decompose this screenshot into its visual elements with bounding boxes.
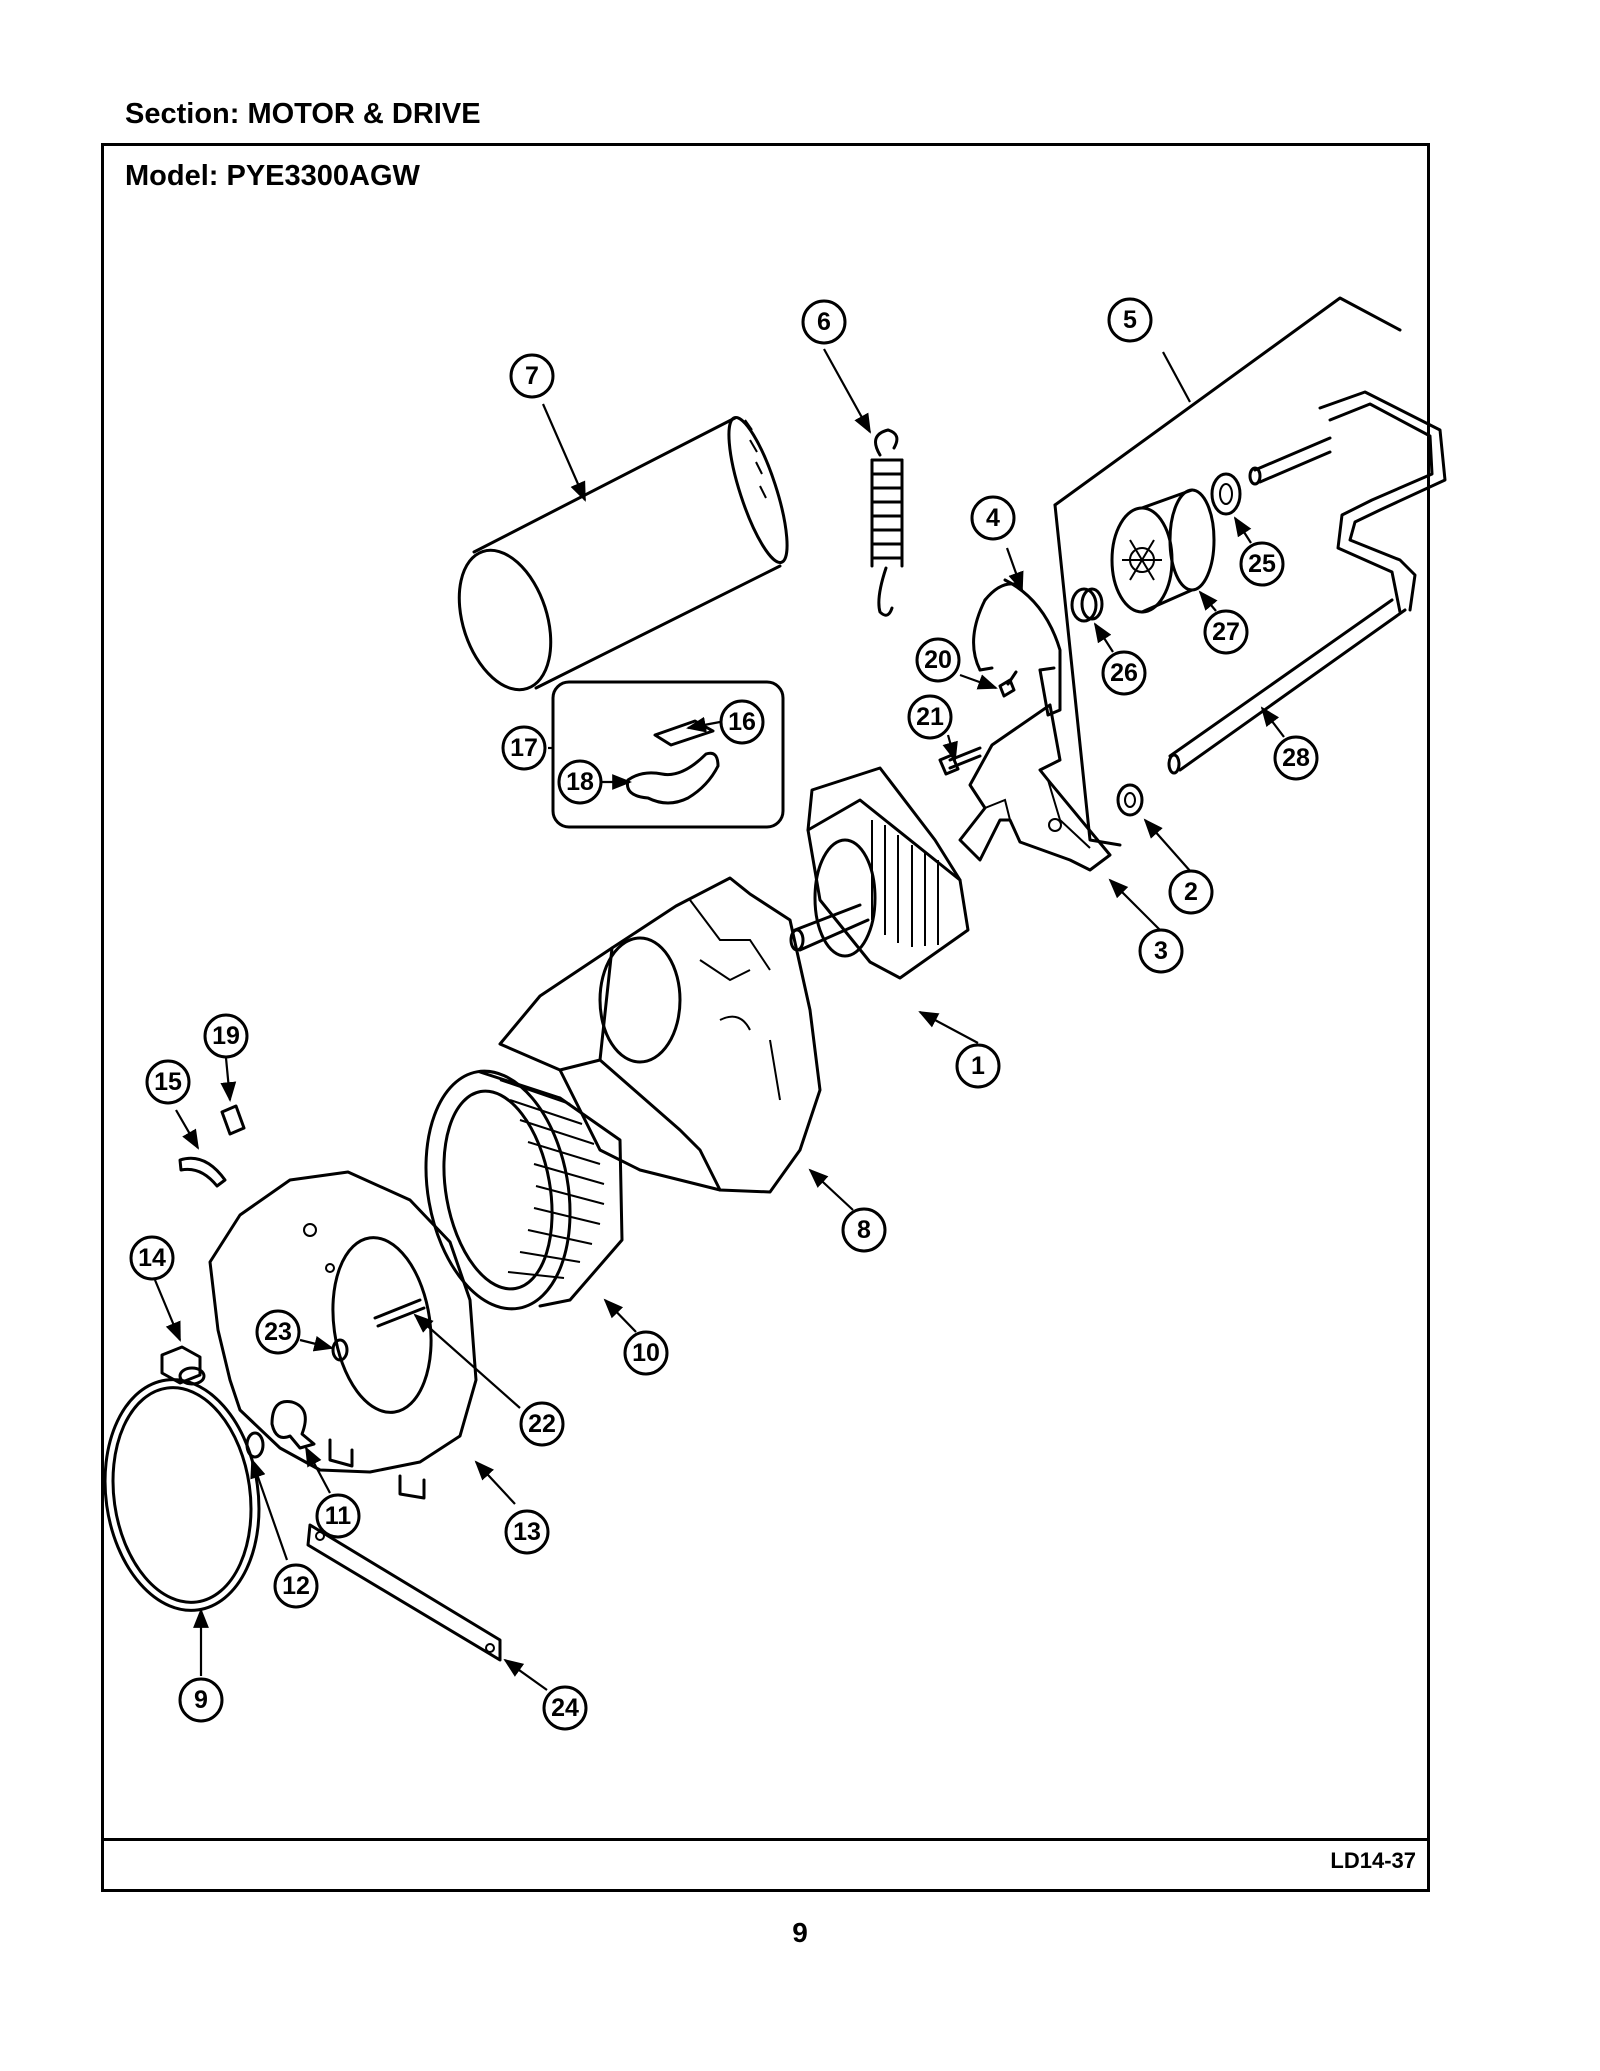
callout-28: 28 [1273, 735, 1319, 781]
callout-21: 21 [907, 694, 953, 740]
callout-2: 2 [1168, 869, 1214, 915]
svg-text:24: 24 [551, 1694, 579, 1722]
part-6-spring [870, 428, 904, 617]
part-11-clip [270, 1399, 316, 1450]
diagram-code: LD14-37 [1330, 1848, 1416, 1873]
svg-text:16: 16 [728, 708, 756, 736]
svg-text:5: 5 [1123, 306, 1137, 334]
svg-text:10: 10 [632, 1339, 660, 1367]
callout-23: 23 [255, 1309, 301, 1355]
callout-27: 27 [1203, 609, 1249, 655]
callout-14: 14 [129, 1235, 175, 1281]
part-14-thermostat [160, 1345, 206, 1386]
part-10-blower-wheel [424, 1069, 624, 1311]
diagram-frame [101, 143, 1430, 1892]
svg-text:17: 17 [510, 734, 538, 762]
section-title: Section: MOTOR & DRIVE [125, 98, 481, 130]
callout-1: 1 [955, 1043, 1001, 1089]
callout-13: 13 [504, 1509, 550, 1555]
leader-lines [153, 348, 1285, 1691]
part-19-pad [220, 1104, 246, 1136]
svg-text:28: 28 [1282, 744, 1310, 772]
callout-4: 4 [970, 495, 1016, 541]
part-4-motor-clamp [972, 578, 1062, 717]
svg-text:18: 18 [566, 768, 594, 796]
part-7-sleeve [457, 416, 789, 692]
callout-24: 24 [542, 1685, 588, 1731]
part-17-kit-box [551, 680, 785, 829]
svg-text:26: 26 [1110, 659, 1138, 687]
callout-12: 12 [273, 1563, 319, 1609]
callout-22: 22 [519, 1401, 565, 1447]
svg-text:15: 15 [154, 1068, 182, 1096]
svg-text:1: 1 [971, 1052, 985, 1080]
part-25-washer [1210, 472, 1242, 516]
callout-17: 17 [501, 725, 547, 771]
svg-text:22: 22 [528, 1410, 556, 1438]
part-13-blower-cover [208, 1170, 478, 1500]
part-22-blower-shaft [373, 1298, 426, 1328]
callout-3: 3 [1138, 928, 1184, 974]
callout-26: 26 [1101, 650, 1147, 696]
callout-15: 15 [145, 1059, 191, 1105]
callout-11: 11 [315, 1493, 361, 1539]
callout-25: 25 [1239, 541, 1285, 587]
callout-8: 8 [841, 1207, 887, 1253]
svg-text:13: 13 [513, 1518, 541, 1546]
svg-text:7: 7 [525, 362, 539, 390]
callout-20: 20 [915, 637, 961, 683]
svg-text:11: 11 [325, 1502, 352, 1530]
page-number: 9 [792, 1917, 808, 1948]
callout-10: 10 [623, 1330, 669, 1376]
part-27-pulley [1110, 488, 1216, 614]
part-8-blower-housing [498, 876, 822, 1194]
svg-text:21: 21 [916, 703, 944, 731]
svg-text:9: 9 [194, 1686, 208, 1714]
callout-5: 5 [1107, 297, 1153, 343]
part-1-motor [789, 766, 970, 980]
callout-6: 6 [801, 299, 847, 345]
part-3-motor-mount [958, 703, 1112, 872]
part-15-bearing [178, 1156, 227, 1188]
part-24-strap [306, 1523, 502, 1662]
part-20-screw [998, 670, 1018, 698]
part-26-bushing [1070, 587, 1104, 623]
svg-text:2: 2 [1184, 878, 1198, 906]
svg-text:4: 4 [986, 504, 1000, 532]
svg-text:23: 23 [264, 1318, 292, 1346]
callout-16: 16 [719, 699, 765, 745]
svg-text:8: 8 [857, 1216, 871, 1244]
callout-19: 19 [203, 1013, 249, 1059]
svg-text:27: 27 [1212, 618, 1240, 646]
svg-text:12: 12 [282, 1572, 310, 1600]
callout-18: 18 [557, 759, 603, 805]
part-2-washer [1116, 783, 1144, 817]
callout-7: 7 [509, 353, 555, 399]
svg-text:3: 3 [1154, 937, 1168, 965]
part-12-retaining-ring [245, 1431, 265, 1459]
part-9-belt [103, 1378, 261, 1612]
svg-text:6: 6 [817, 308, 831, 336]
footer-divider [101, 1838, 1430, 1841]
callout-9: 9 [178, 1677, 224, 1723]
svg-text:25: 25 [1248, 550, 1276, 578]
svg-text:19: 19 [212, 1022, 240, 1050]
svg-text:20: 20 [924, 646, 952, 674]
part-5-bracket-panel [1053, 296, 1402, 847]
svg-text:14: 14 [138, 1244, 166, 1272]
part-28-idler-arm [1167, 390, 1447, 775]
model-title: Model: PYE3300AGW [125, 160, 420, 192]
part-21-bolt [938, 746, 982, 776]
